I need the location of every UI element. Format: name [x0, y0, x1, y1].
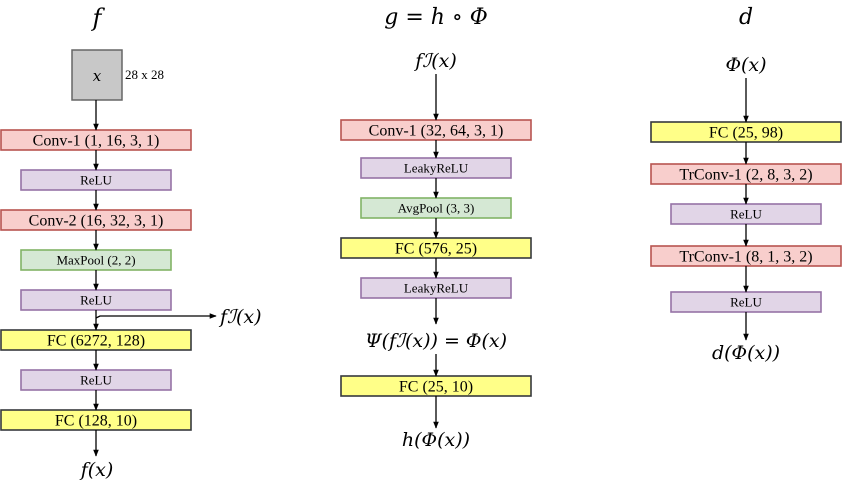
col-f-side-output: fℐ(x) [218, 306, 262, 328]
col-d-title: d [739, 5, 753, 30]
layer-label: FC (25, 98) [709, 125, 783, 142]
layer-label: FC (576, 25) [395, 241, 477, 258]
layer-label: TrConv-1 (8, 1, 3, 2) [679, 249, 812, 266]
input-symbol: x [93, 67, 102, 85]
layer-label: AvgPool (3, 3) [398, 201, 475, 216]
layer-label: ReLU [730, 295, 762, 310]
layer-label: LeakyReLU [404, 281, 469, 296]
side-branch-arrow [95, 313, 217, 319]
col-g-middle-equation: Ψ(fℐ(x)) = Φ(x) [365, 330, 507, 352]
col-g-input: fℐ(x) [413, 50, 457, 72]
layer-label: ReLU [80, 173, 112, 188]
layer-label: MaxPool (2, 2) [56, 253, 135, 268]
layer-label: Conv-1 (1, 16, 3, 1) [33, 133, 160, 150]
layer-label: FC (6272, 128) [47, 333, 145, 350]
layer-label: ReLU [730, 207, 762, 222]
layer-label: FC (128, 10) [55, 413, 137, 430]
layer-label: Conv-2 (16, 32, 3, 1) [29, 213, 164, 230]
input-size-label: 28 x 28 [125, 67, 164, 82]
layer-label: TrConv-1 (2, 8, 3, 2) [679, 167, 812, 184]
col-g-output: h(Φ(x)) [402, 429, 470, 451]
layer-label: Conv-1 (32, 64, 3, 1) [369, 123, 504, 140]
col-f-title: f [91, 4, 106, 32]
layer-label: ReLU [80, 373, 112, 388]
layer-label: ReLU [80, 293, 112, 308]
col-g-title: g = h ∘ Φ [384, 5, 487, 30]
col-d-output: d(Φ(x)) [712, 342, 780, 364]
input-image-box [71, 49, 123, 101]
layer-label: LeakyReLU [404, 161, 469, 176]
layer-label: FC (25, 10) [399, 379, 473, 396]
col-d-input: Φ(x) [725, 54, 766, 76]
col-f-output: f(x) [79, 459, 114, 481]
